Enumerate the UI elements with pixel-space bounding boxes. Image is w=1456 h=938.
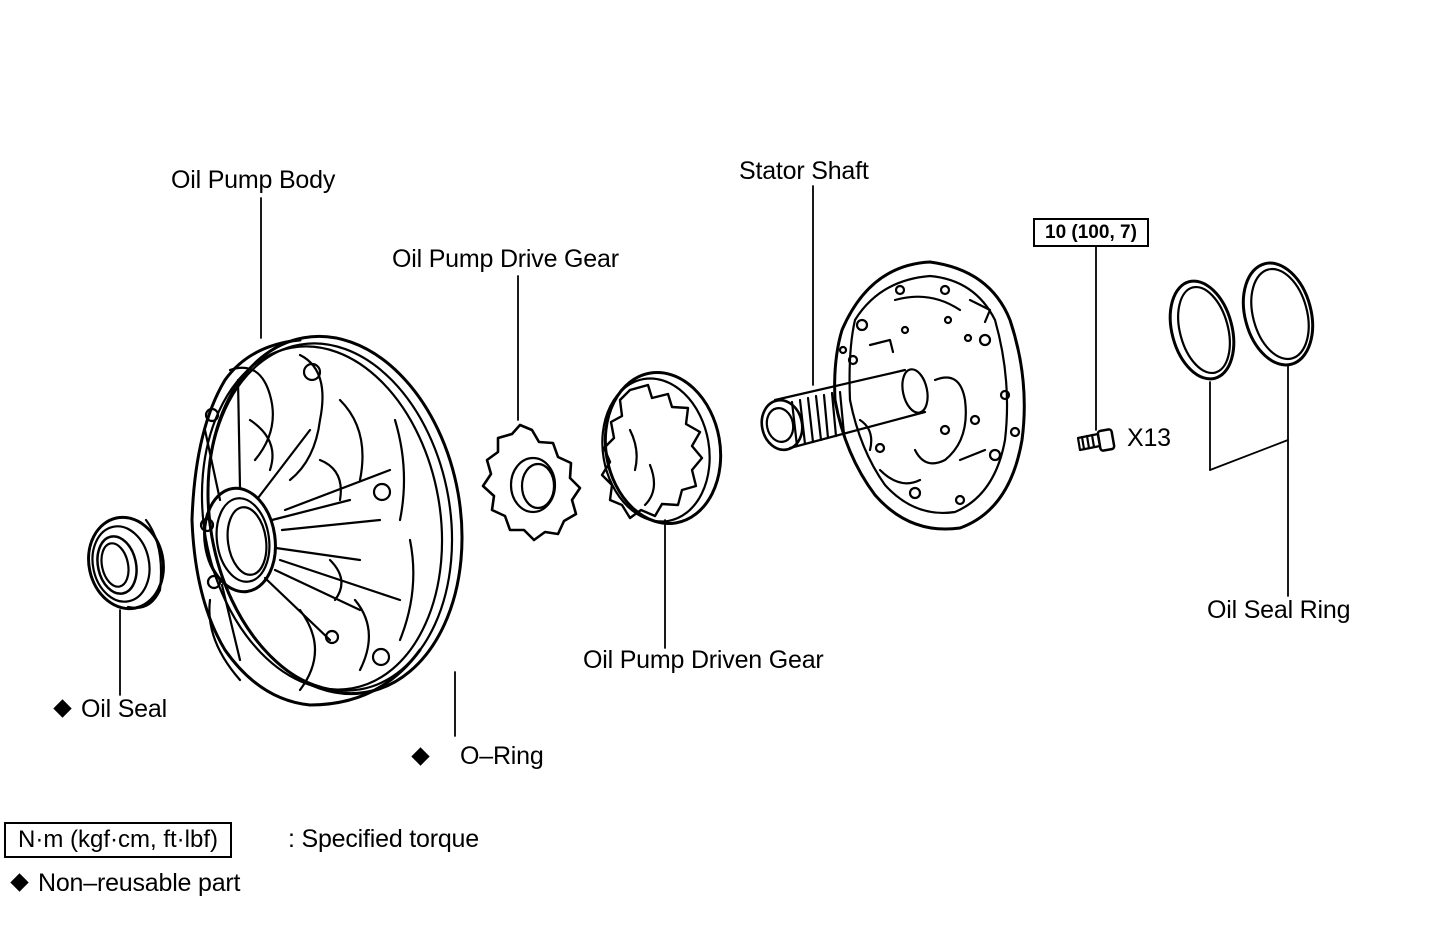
label-oil-pump-driven-gear: Oil Pump Driven Gear [583,646,824,674]
label-stator-shaft: Stator Shaft [739,157,869,185]
oil-seal-rings-part [1168,261,1315,381]
label-bolt-quantity: X13 [1127,424,1171,452]
legend-nonreusable-part: Non–reusable part [38,869,241,897]
label-oil-pump-drive-gear: Oil Pump Drive Gear [392,245,619,273]
stator-shaft-part [760,260,1026,531]
oil-pump-body-part [190,334,464,707]
oil-seal-part [87,515,165,611]
label-oil-pump-body: Oil Pump Body [171,166,336,194]
torque-spec-box: 10 (100, 7) [1033,218,1149,247]
legend-torque-description: : Specified torque [288,825,479,853]
bolt-part [1076,428,1116,452]
legend-torque-units-box: N·m (kgf·cm, ft·lbf) [4,822,232,858]
leader-lines [119,185,1289,737]
oil-pump-driven-gear-part [600,371,723,525]
oil-pump-drive-gear-part [481,423,582,542]
label-oil-seal-ring: Oil Seal Ring [1207,596,1351,624]
label-oil-seal: Oil Seal [81,695,167,723]
label-o-ring: O–Ring [460,742,544,770]
